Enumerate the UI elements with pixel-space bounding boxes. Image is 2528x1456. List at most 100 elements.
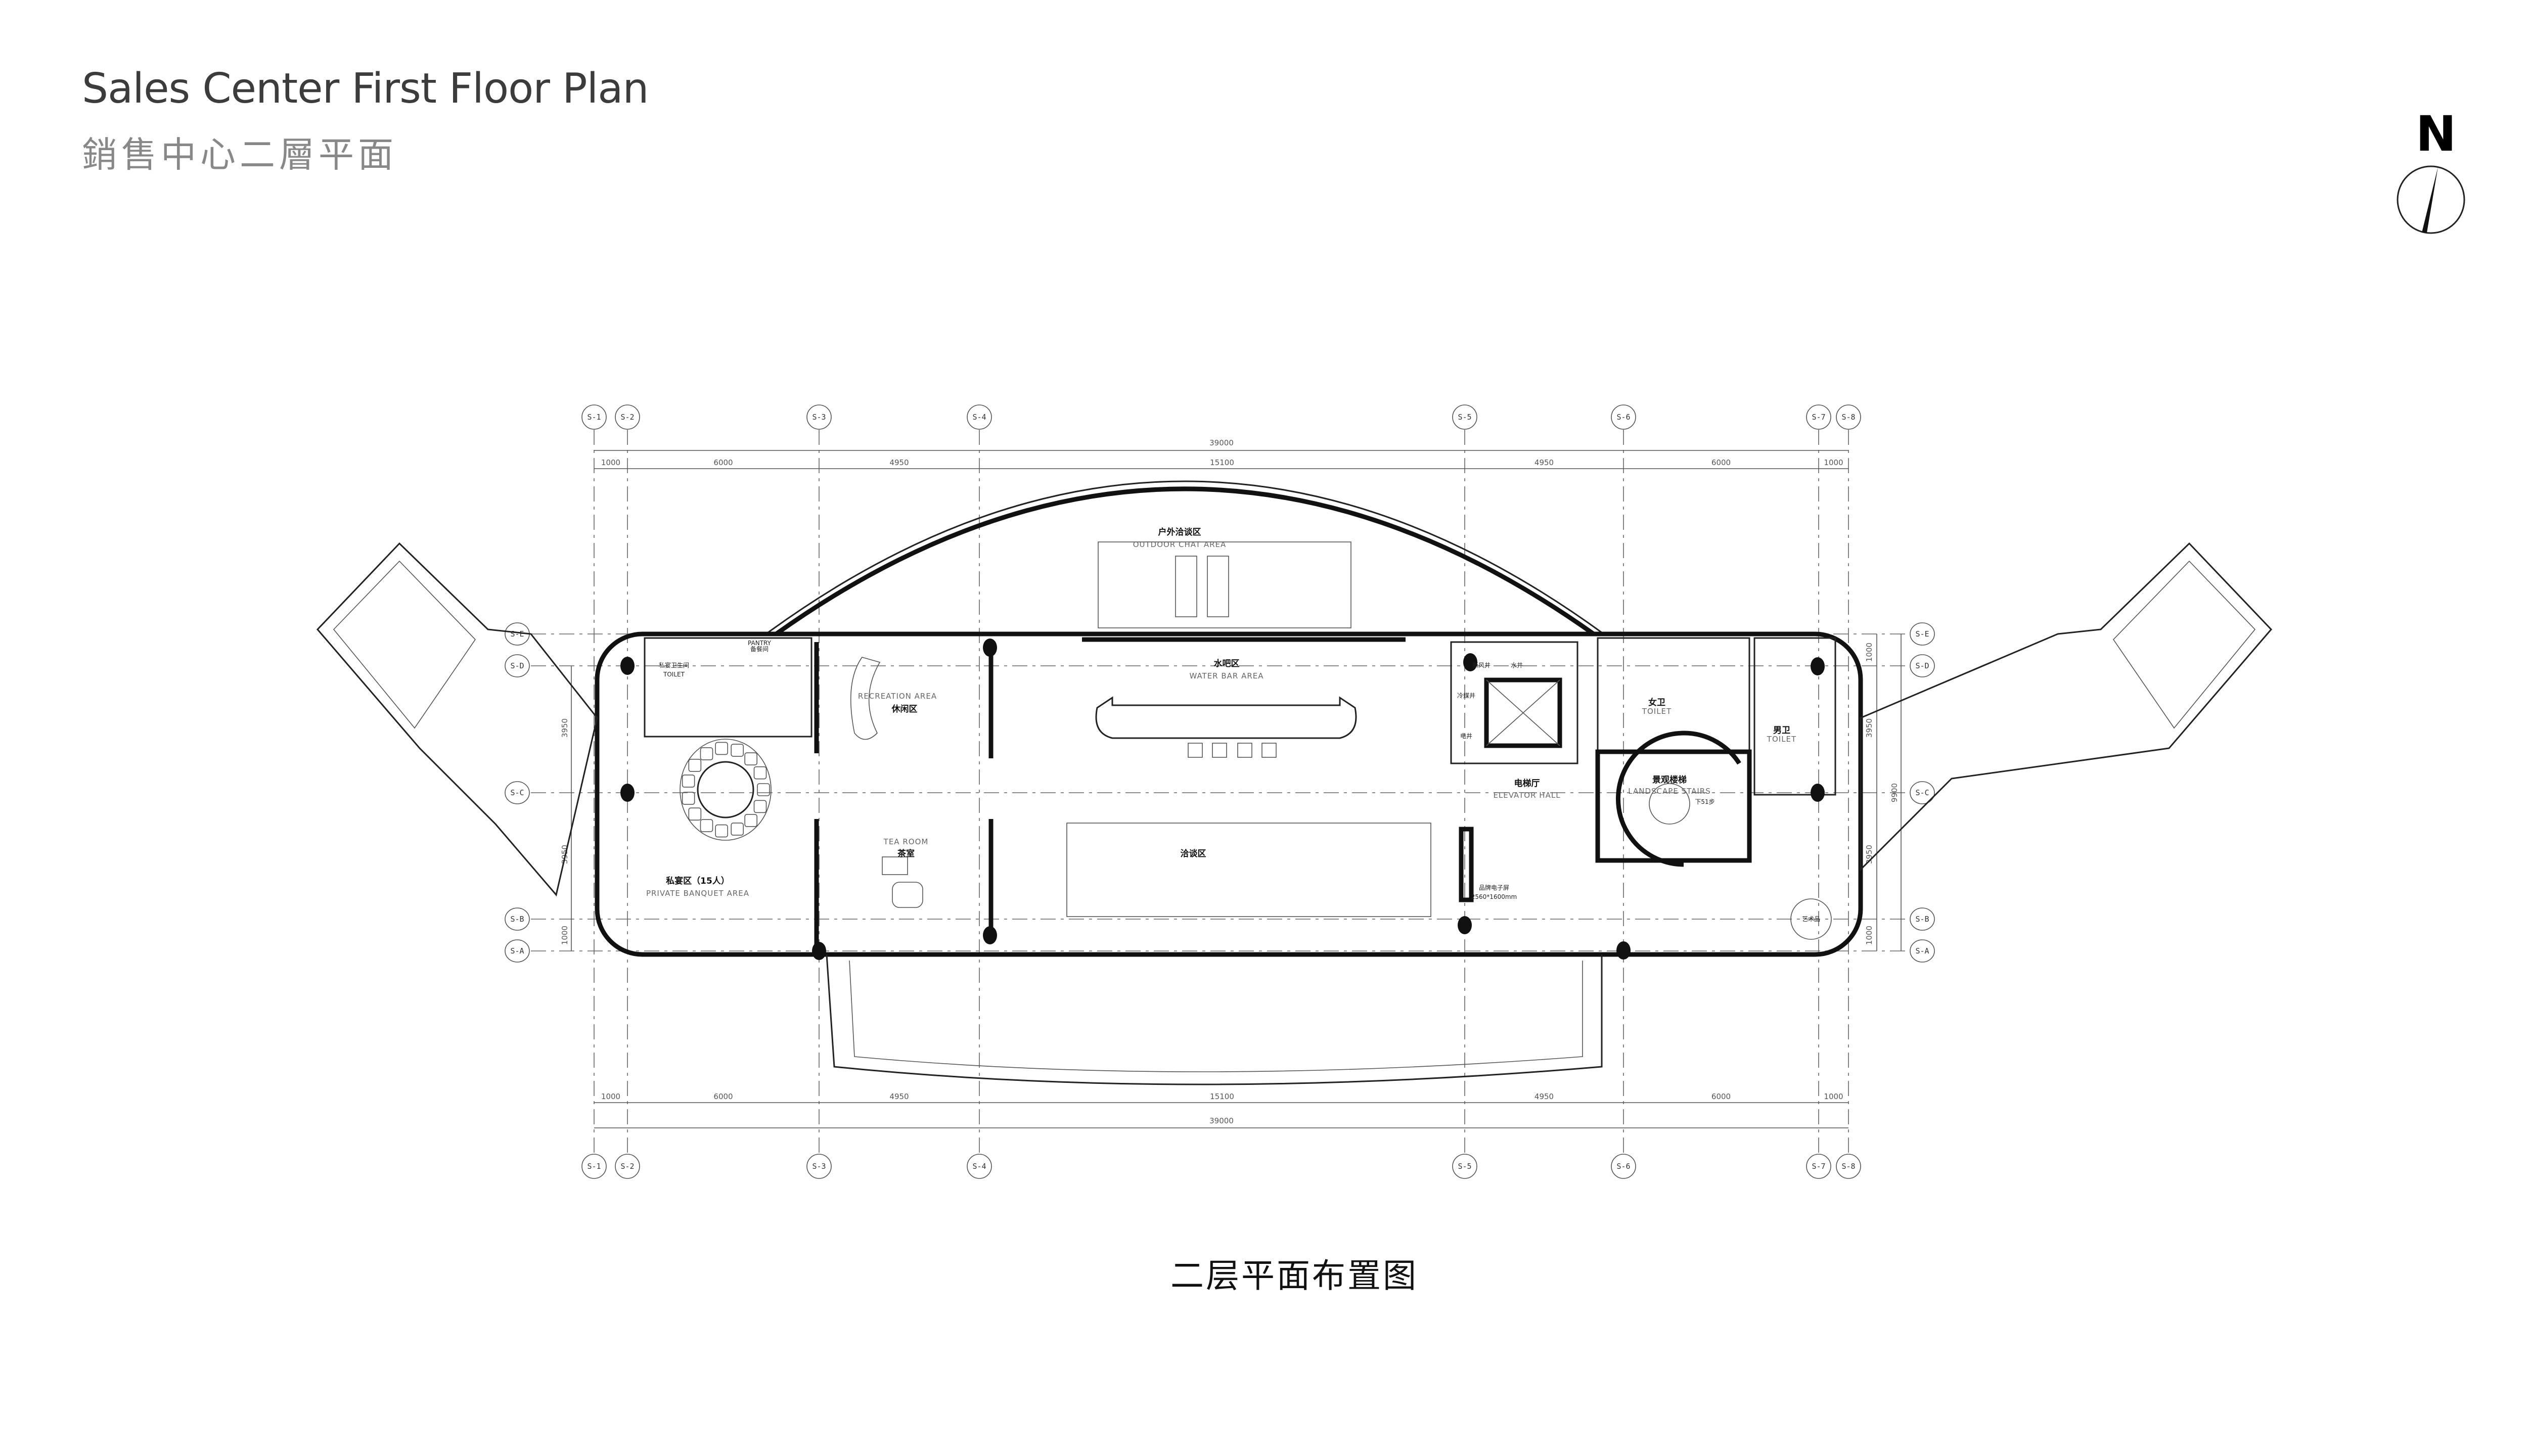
chair	[731, 744, 744, 757]
axis-bubble-s-5: S-5	[1452, 404, 1477, 430]
dim-segment: 1000	[601, 458, 620, 467]
banquet-chairs	[682, 742, 770, 838]
dim-segment: 4950	[1534, 1092, 1554, 1101]
column	[620, 784, 635, 802]
label-outdoor-chat-en: OUTDOOR CHAT AREA	[1133, 540, 1227, 549]
svg-text:S-3: S-3	[812, 413, 826, 422]
dim-segment: 4950	[889, 458, 909, 467]
north-label: N	[2416, 106, 2456, 162]
axis-bubble-s-a: S-A	[1910, 939, 1935, 963]
svg-text:S-4: S-4	[972, 1162, 986, 1171]
label-private-toilet-cn: 私宴卫生间	[659, 661, 689, 669]
column	[1616, 941, 1631, 960]
label-men-toilet-en: TOILET	[1767, 735, 1796, 744]
dim: 3950	[560, 718, 569, 738]
dim-total-bottom: 39000	[1209, 1116, 1234, 1125]
column	[812, 942, 826, 960]
dim-total: 39000	[1209, 438, 1234, 447]
dimension-right: 1000 3950 3950 1000 9900	[1865, 634, 1902, 951]
dim: 3950	[1865, 718, 1874, 738]
dimension-left: 3950 3950 1000	[560, 666, 572, 951]
svg-text:S-3: S-3	[812, 1162, 826, 1171]
label-elevator-hall-en: ELEVATOR HALL	[1493, 791, 1560, 800]
label-banquet-en: PRIVATE BANQUET AREA	[646, 889, 749, 898]
column	[1811, 784, 1825, 802]
svg-text:S-D: S-D	[1915, 661, 1929, 670]
chair	[744, 814, 757, 827]
axis-bubble-s-b: S-B	[505, 907, 530, 931]
north-arrow-icon: N	[2397, 106, 2465, 234]
axis-bubble-s-8: S-8	[1836, 404, 1861, 430]
label-water-bar-cn: 水吧区	[1214, 658, 1240, 669]
label-tea-room-cn: 茶室	[897, 848, 915, 859]
label-stairs-en: LANDSCAPE STAIRS	[1628, 787, 1710, 796]
label-pantry-cn: 备餐间	[750, 645, 769, 653]
dimension-top: 39000	[594, 438, 1848, 469]
column	[620, 657, 635, 675]
chair	[682, 775, 695, 788]
chair	[715, 742, 728, 755]
axis-bubble-s-8: S-8	[1836, 1154, 1861, 1179]
label-banquet-cn: 私宴区（15人）	[666, 876, 730, 886]
label-fresh-air-shaft: 新风井	[1472, 661, 1491, 669]
dimension-bottom: 39000	[594, 1102, 1848, 1128]
svg-text:S-6: S-6	[1616, 1162, 1630, 1171]
dim-segment: 6000	[1711, 1092, 1731, 1101]
svg-text:S-5: S-5	[1458, 1162, 1471, 1171]
label-outdoor-chat-cn: 户外洽谈区	[1158, 527, 1201, 537]
dim-segment: 4950	[889, 1092, 909, 1101]
label-recreation-en: RECREATION AREA	[858, 692, 937, 701]
label-tea-room-en: TEA ROOM	[883, 837, 929, 846]
svg-text:S-8: S-8	[1841, 1162, 1855, 1171]
axis-bubble-s-5: S-5	[1452, 1154, 1477, 1179]
axis-bubble-s-1: S-1	[581, 404, 607, 430]
label-women-toilet-cn: 女卫	[1648, 697, 1665, 708]
label-artwork: 艺术品	[1802, 916, 1820, 923]
label-women-toilet-en: TOILET	[1642, 707, 1672, 716]
svg-text:S-2: S-2	[620, 413, 634, 422]
column	[1463, 653, 1477, 671]
dim: 1000	[1865, 926, 1874, 945]
column	[1458, 916, 1472, 934]
svg-text:S-E: S-E	[1915, 629, 1929, 639]
artwork-marker	[1790, 898, 1832, 940]
svg-text:S-1: S-1	[587, 1162, 601, 1171]
svg-text:S-B: S-B	[510, 915, 524, 924]
svg-text:S-6: S-6	[1616, 413, 1630, 422]
page-subtitle: 銷售中心二層平面	[82, 134, 397, 175]
svg-text:S-A: S-A	[510, 946, 524, 956]
axis-bubble-s-1: S-1	[581, 1154, 607, 1179]
axis-bubble-s-3: S-3	[806, 404, 832, 430]
label-refrigerant-shaft: 冷媒井	[1457, 692, 1475, 699]
axis-bubble-s-d: S-D	[505, 654, 530, 677]
dim: 1000	[560, 926, 569, 945]
label-private-toilet-en: TOILET	[663, 671, 685, 678]
axis-bubble-s-7: S-7	[1806, 404, 1831, 430]
svg-text:S-A: S-A	[1915, 946, 1929, 956]
label-screen: 品牌电子屏	[1479, 884, 1509, 891]
dim-segment: 1000	[1824, 1092, 1843, 1101]
axis-bubble-s-6: S-6	[1611, 404, 1636, 430]
axis-bubble-s-7: S-7	[1806, 1154, 1831, 1179]
svg-text:S-5: S-5	[1458, 413, 1471, 422]
axis-bubble-s-3: S-3	[806, 1154, 832, 1179]
column	[1811, 657, 1825, 675]
building-outline	[316, 480, 2273, 1085]
label-electric-shaft: 电井	[1460, 733, 1472, 740]
svg-text:S-1: S-1	[587, 413, 601, 422]
label-negotiation: 洽谈区	[1181, 848, 1206, 859]
structural-columns	[620, 639, 1825, 960]
svg-text:S-7: S-7	[1812, 413, 1825, 422]
axis-bubble-s-b: S-B	[1910, 907, 1935, 931]
dim-segment: 6000	[1711, 458, 1731, 467]
label-elevator-hall-cn: 电梯厅	[1514, 778, 1540, 789]
column	[983, 639, 997, 657]
chair	[700, 747, 713, 760]
label-screen-size: 2560*1600mm	[1471, 893, 1517, 900]
dim-segment: 1000	[601, 1092, 620, 1101]
chair	[682, 792, 695, 805]
chair	[731, 823, 744, 836]
label-water-bar-en: WATER BAR AREA	[1189, 671, 1263, 680]
label-recreation-cn: 休闲区	[891, 704, 918, 714]
